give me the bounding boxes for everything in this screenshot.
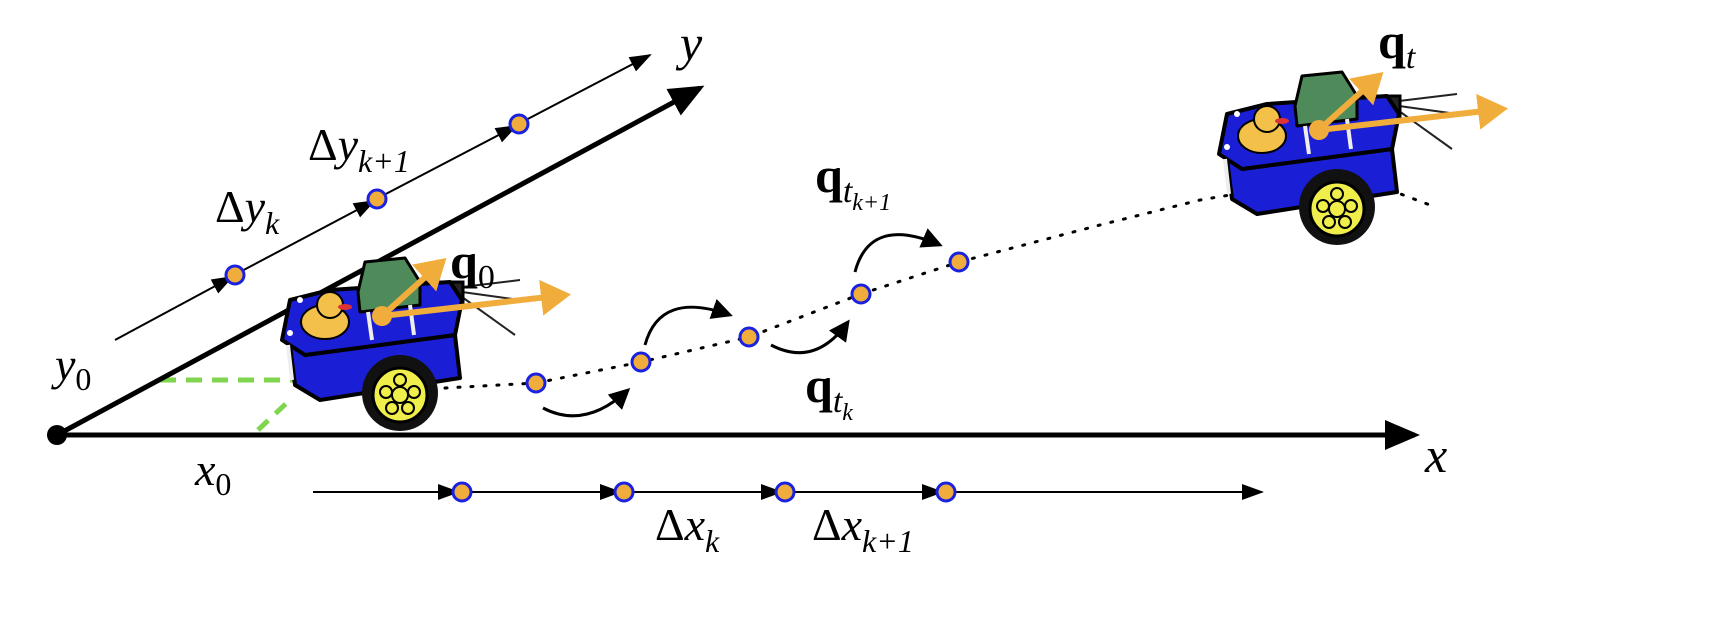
robot-initial: [282, 258, 565, 431]
y-axis-label: y: [675, 15, 703, 71]
sample-point: [366, 188, 388, 210]
q0-label: q0: [450, 233, 495, 296]
qt-label: qt: [1378, 13, 1417, 76]
x0-label: x0: [194, 444, 231, 502]
y-increment-axis: [114, 54, 652, 341]
delta-yk-label: Δyk: [215, 181, 280, 241]
sample-point: [508, 113, 530, 135]
delta-xk1-label: Δxk+1: [812, 499, 914, 559]
motion-arrows: [542, 228, 943, 418]
sample-point: [224, 264, 246, 286]
qtk1-label: qtk+1: [815, 147, 891, 216]
x-axis-label: x: [1424, 427, 1447, 483]
x0-projection: [256, 396, 294, 432]
sample-point: [451, 481, 473, 503]
y0-label: y0: [51, 339, 91, 397]
sample-point: [630, 351, 652, 373]
sample-points: [224, 113, 970, 503]
delta-xk-label: Δxk: [655, 499, 720, 559]
sample-point: [613, 481, 635, 503]
sample-point: [948, 251, 970, 273]
sample-point: [850, 283, 872, 305]
sample-point: [774, 481, 796, 503]
robot-current: [1219, 72, 1502, 245]
sample-point: [935, 481, 957, 503]
sample-point: [525, 372, 547, 394]
delta-yk1-label: Δyk+1: [308, 119, 410, 179]
origin-point: [47, 425, 67, 445]
qtk-label: qtk: [805, 357, 853, 426]
sample-point: [738, 326, 760, 348]
